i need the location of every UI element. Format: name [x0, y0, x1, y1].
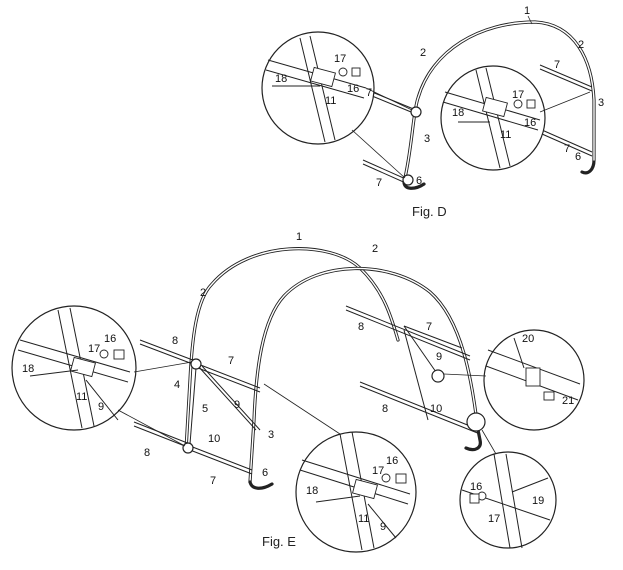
fig-e-caption: Fig. E	[262, 534, 296, 549]
fig-e-right-label-21: 21	[562, 395, 574, 407]
fig-d-label-17a: 17	[334, 53, 346, 65]
fig-e-detail-middle-parts	[299, 431, 411, 551]
fig-e-left-label-18: 18	[22, 363, 34, 375]
fig-d-detail-left-parts	[265, 35, 367, 143]
fig-e-label-9b: 9	[436, 351, 442, 363]
fig-e-leader-middle	[263, 383, 341, 435]
fig-e-mid-label-11: 11	[358, 513, 369, 525]
fig-d-label-16a: 16	[347, 83, 359, 95]
fig-e-crossbar-8-top-left	[139, 339, 199, 363]
fig-e-detail-bottom-right-parts	[461, 453, 551, 549]
fig-d-label-11b: 11	[500, 129, 511, 141]
fig-d-detail-right	[440, 65, 546, 171]
fig-e: 1 2 2 3 4 5 6 7 7 7 8 8 8 8 9 9 10 10 16…	[11, 231, 585, 553]
fig-e-leader-left-lower	[117, 409, 186, 447]
fig-e-brace-9-right	[403, 325, 437, 373]
fig-e-mid-label-18: 18	[306, 485, 318, 497]
fig-e-br-label-16: 16	[470, 481, 482, 493]
fig-d-label-18b: 18	[452, 107, 464, 119]
fig-e-joint-lower-left	[182, 442, 194, 454]
fig-e-mid-label-9: 9	[380, 521, 386, 533]
fig-e-detail-bottom-right	[459, 451, 557, 549]
fig-e-label-8d: 8	[382, 403, 388, 415]
fig-e-leader-right	[443, 373, 487, 377]
fig-d-label-2b: 2	[578, 39, 584, 51]
fig-d-leader-upper	[365, 87, 413, 111]
fig-e-label-6: 6	[262, 467, 268, 479]
fig-e-brace-9-left	[197, 365, 257, 431]
fig-d-label-16b: 16	[524, 117, 536, 129]
fig-e-crossbar-7-upper	[197, 363, 261, 389]
fig-e-brace-10-left	[189, 367, 197, 445]
fig-e-left-label-9: 9	[98, 401, 104, 413]
fig-e-leader-bottom-right	[481, 429, 497, 455]
fig-e-label-7a: 7	[228, 355, 234, 367]
fig-d-label-7b: 7	[376, 177, 382, 189]
fig-e-label-9a: 9	[234, 399, 240, 411]
fig-d-detail-left	[261, 31, 375, 145]
fig-e-label-4: 4	[174, 379, 180, 391]
fig-d-label-11a: 11	[325, 95, 336, 107]
fig-d-crossbar-right-top	[539, 64, 593, 88]
fig-e-br-label-17: 17	[488, 513, 500, 525]
fig-e-label-3: 3	[268, 429, 274, 441]
fig-e-left-label-16: 16	[104, 333, 116, 345]
fig-d-label-7c: 7	[554, 59, 560, 71]
fig-d-label-6a: 6	[416, 175, 422, 187]
fig-d: 1 2 2 3 3 6 6 7 7 7 7 18 17 16 11 18 17 …	[261, 5, 604, 219]
fig-e-label-2a: 2	[372, 243, 378, 255]
fig-e-right-label-20: 20	[522, 333, 534, 345]
fig-d-joint-upper	[410, 106, 422, 118]
fig-e-crossbar-8-bottom-left	[133, 421, 191, 445]
fig-d-crossbar-right-bottom	[541, 129, 593, 153]
fig-d-caption: Fig. D	[412, 204, 447, 219]
fig-d-label-7d: 7	[564, 143, 570, 155]
fig-e-detail-left-parts	[17, 307, 131, 429]
fig-e-foot-left	[248, 480, 274, 490]
fig-e-joint-upper-left	[190, 358, 202, 370]
fig-d-label-3b: 3	[598, 97, 604, 109]
fig-e-brace-10-right	[403, 329, 429, 421]
fig-e-leader-left	[133, 361, 193, 373]
fig-e-crossbar-7-lower	[189, 445, 253, 471]
fig-e-label-8b: 8	[144, 447, 150, 459]
fig-e-label-1: 1	[296, 231, 302, 243]
fig-d-label-17b: 17	[512, 89, 524, 101]
fig-d-leader-lower	[351, 129, 406, 179]
fig-d-crossbar-left-bottom	[362, 159, 409, 181]
fig-d-label-7a: 7	[366, 87, 372, 99]
fig-d-label-18a: 18	[275, 73, 287, 85]
fig-d-label-2a: 2	[420, 47, 426, 59]
fig-e-mid-label-17: 17	[372, 465, 384, 477]
fig-e-label-8a: 8	[172, 335, 178, 347]
fig-e-foot-right	[464, 438, 482, 452]
fig-d-label-6b: 6	[575, 151, 581, 163]
fig-e-label-7c: 7	[426, 321, 432, 333]
fig-e-label-7b: 7	[210, 475, 216, 487]
fig-d-label-3a: 3	[424, 133, 430, 145]
fig-e-label-5: 5	[202, 403, 208, 415]
fig-e-mid-label-16: 16	[386, 455, 398, 467]
fig-e-label-8c: 8	[358, 321, 364, 333]
fig-d-joint-lower	[402, 174, 414, 186]
fig-e-left-label-17: 17	[88, 343, 100, 355]
fig-e-br-label-19: 19	[532, 495, 544, 507]
fig-e-label-10b: 10	[430, 403, 442, 415]
fig-d-label-1: 1	[524, 5, 530, 17]
fig-d-leader-right	[539, 91, 591, 113]
fig-e-crossbar-8-bottom-right	[359, 381, 481, 431]
fig-e-detail-right-parts	[485, 337, 581, 401]
fig-e-joint-lower-right	[466, 412, 486, 432]
fig-d-detail-right-parts	[442, 67, 541, 169]
fig-e-label-10a: 10	[208, 433, 220, 445]
fig-e-left-label-11: 11	[76, 391, 87, 403]
fig-e-joint-mid-right	[431, 369, 445, 383]
fig-e-crossbar-7-right	[403, 325, 463, 349]
fig-e-label-2b: 2	[200, 287, 206, 299]
